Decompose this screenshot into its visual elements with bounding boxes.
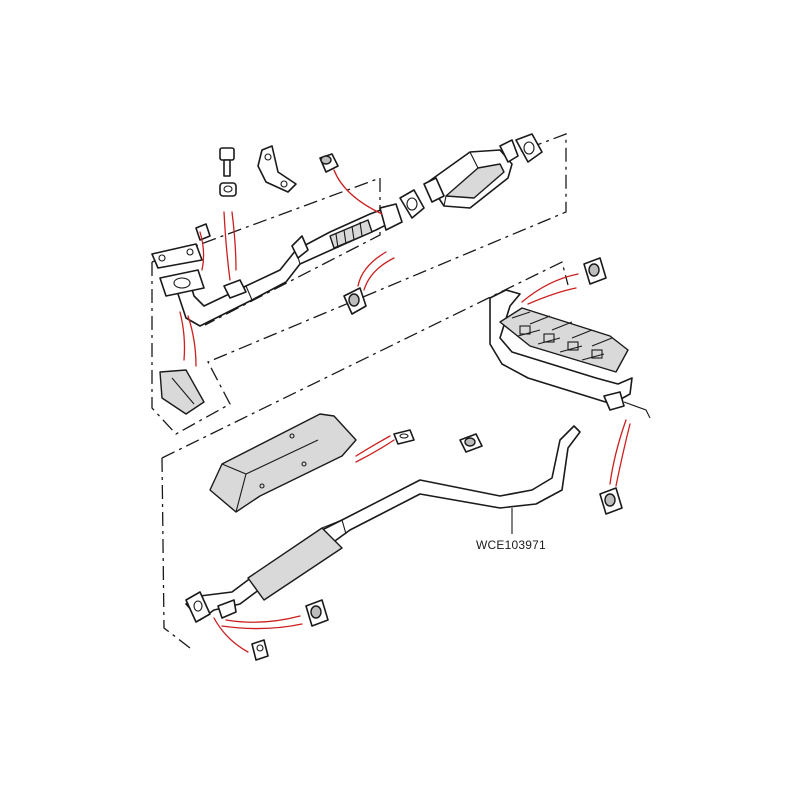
front-pipe-part [175, 203, 403, 327]
upper-group-outline [151, 133, 567, 435]
washer-nut-part [393, 429, 415, 445]
clamp-part [217, 599, 237, 619]
mounting-bracket-part [257, 145, 297, 193]
rubber-mount-upper-part [319, 153, 339, 173]
manifold-flange-part [159, 269, 205, 297]
heat-shield-large-part [209, 413, 357, 513]
nut-lower-part [251, 639, 269, 661]
grommet-part [459, 433, 483, 453]
bolt-part [219, 147, 235, 177]
gasket-rear-part [515, 133, 543, 163]
rubber-mount-rear-upper-part [583, 257, 607, 285]
small-seal-part [195, 223, 211, 241]
intermediate-pipe-part [185, 425, 581, 623]
gasket-front-part [399, 189, 425, 219]
rubber-mount-front-part [343, 287, 367, 315]
nut-part [219, 182, 237, 197]
rubber-mount-lower-part [305, 599, 329, 627]
rubber-mount-rear-lower-part [599, 487, 623, 515]
rear-silencer-part [489, 289, 651, 419]
heat-shield-small-part [159, 369, 205, 415]
leader-lines [179, 169, 631, 653]
reference-code-label: WCE103971 [476, 538, 546, 552]
catalytic-converter-part [423, 139, 519, 209]
manifold-gasket-part [151, 243, 203, 269]
